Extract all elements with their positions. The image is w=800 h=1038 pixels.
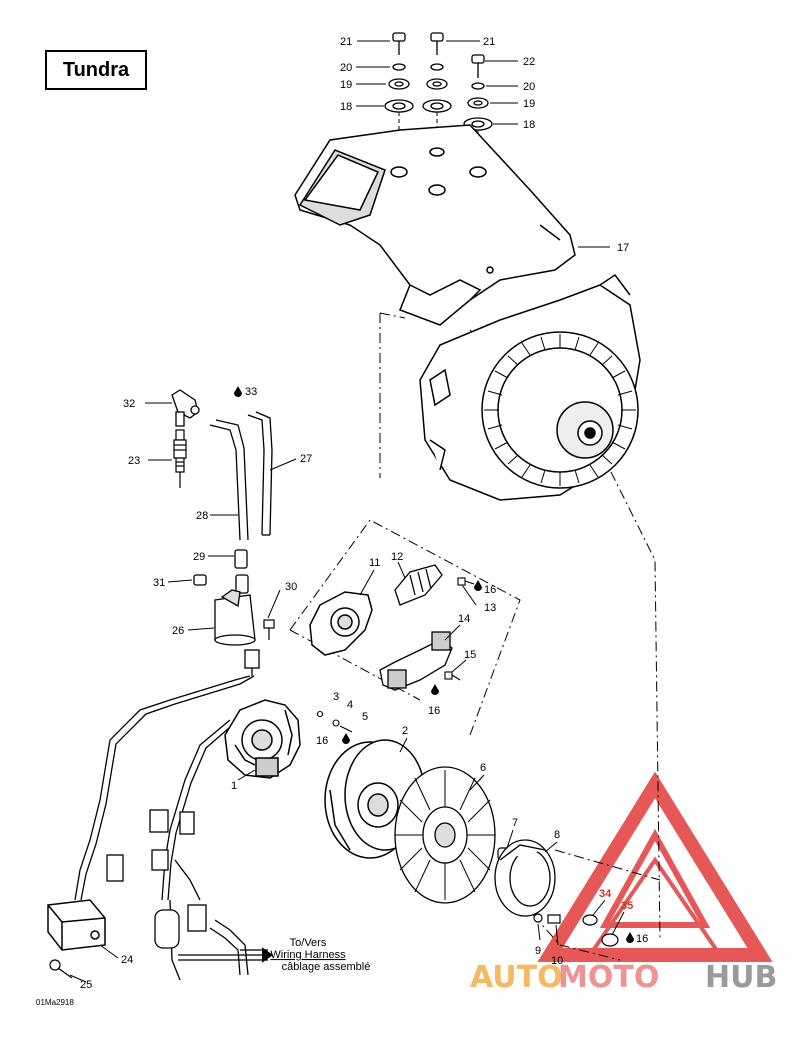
callout-14: 14 (458, 613, 470, 625)
callout-25: 25 (80, 979, 92, 991)
figure-code: 01Ma2918 (36, 998, 74, 1007)
screw-stack-right (463, 54, 493, 131)
screw-stack-middle (422, 32, 452, 113)
callout-22: 22 (523, 56, 535, 68)
small-screws (316, 577, 475, 733)
rewind-starter (419, 273, 641, 501)
harness-note-line3: câblage assemblé (282, 961, 371, 973)
callout-15: 15 (464, 649, 476, 661)
watermark-text: AUTO MOTO HUB (470, 960, 777, 995)
callout-29: 29 (193, 551, 205, 563)
harness-note-line1: To/Vers (290, 937, 327, 949)
ignition-coil (193, 549, 260, 676)
callout-labels: 21 21 20 19 18 22 20 19 18 17 32 33 23 2… (80, 36, 648, 991)
callout-34: 34 (599, 888, 612, 900)
watermark-moto: MOTO (558, 960, 659, 995)
watermark-hub: HUB (705, 960, 777, 995)
callout-31: 31 (153, 577, 165, 589)
callout-1: 1 (231, 780, 237, 792)
threadlocker-drop-icons (342, 580, 634, 943)
leader-lines (69, 40, 625, 983)
sealant-drop-icon (234, 386, 242, 397)
callout-3: 3 (333, 691, 339, 703)
callout-10: 10 (551, 955, 563, 967)
model-title-box: Tundra (45, 50, 147, 90)
callout-21-left: 21 (340, 36, 352, 48)
watermark-triangle (537, 771, 773, 962)
callout-19-left: 19 (340, 79, 352, 91)
callout-28: 28 (196, 510, 208, 522)
voltage-regulator (47, 899, 106, 951)
callout-18-left: 18 (340, 101, 352, 113)
watermark-auto: AUTO (470, 960, 563, 995)
callout-2: 2 (402, 725, 408, 737)
callout-32: 32 (123, 398, 135, 410)
callout-33: 33 (245, 386, 257, 398)
fan-cover (294, 124, 576, 326)
harness-arrow-lines (178, 947, 274, 963)
callout-20-right: 20 (523, 81, 535, 93)
callout-16-b: 16 (428, 705, 440, 717)
callout-17: 17 (617, 242, 629, 254)
callout-8: 8 (554, 829, 560, 841)
callout-6: 6 (480, 762, 486, 774)
callout-21-right: 21 (483, 36, 495, 48)
stator (224, 699, 301, 779)
callout-20-left: 20 (340, 62, 352, 74)
spark-plug-cap (171, 389, 200, 427)
callout-12: 12 (391, 551, 403, 563)
callout-18-right: 18 (523, 119, 535, 131)
callout-27: 27 (300, 453, 312, 465)
callout-7: 7 (512, 817, 518, 829)
small-hardware (533, 913, 619, 947)
cooling-fan (394, 766, 496, 904)
trigger-coil (394, 564, 443, 606)
callout-19-right: 19 (523, 98, 535, 110)
callout-16-d: 16 (636, 933, 648, 945)
callout-30: 30 (285, 581, 297, 593)
callout-24: 24 (121, 954, 133, 966)
callout-16-c: 16 (316, 735, 328, 747)
starter-pulley (494, 839, 556, 917)
callout-5: 5 (362, 711, 368, 723)
callout-9: 9 (535, 945, 541, 957)
callout-16-a: 16 (484, 584, 496, 596)
lighting-coil (379, 631, 453, 691)
model-title: Tundra (62, 58, 130, 81)
trigger-plate (309, 591, 373, 656)
regulator-screw (49, 959, 73, 979)
callout-4: 4 (347, 699, 353, 711)
high-tension-wire (209, 411, 273, 541)
coil-screw (263, 619, 275, 640)
harness-note: To/Vers Wiring Harness câblage assemblé (270, 937, 370, 973)
screw-stack-left (384, 32, 414, 113)
callout-13: 13 (484, 602, 496, 614)
harness-connectors (106, 809, 207, 949)
harness-note-line2: Wiring Harness (270, 949, 346, 961)
callout-35: 35 (621, 900, 633, 912)
callout-23: 23 (128, 455, 140, 467)
spark-plug (173, 429, 187, 488)
callout-11: 11 (369, 557, 380, 569)
callout-26: 26 (172, 625, 184, 637)
